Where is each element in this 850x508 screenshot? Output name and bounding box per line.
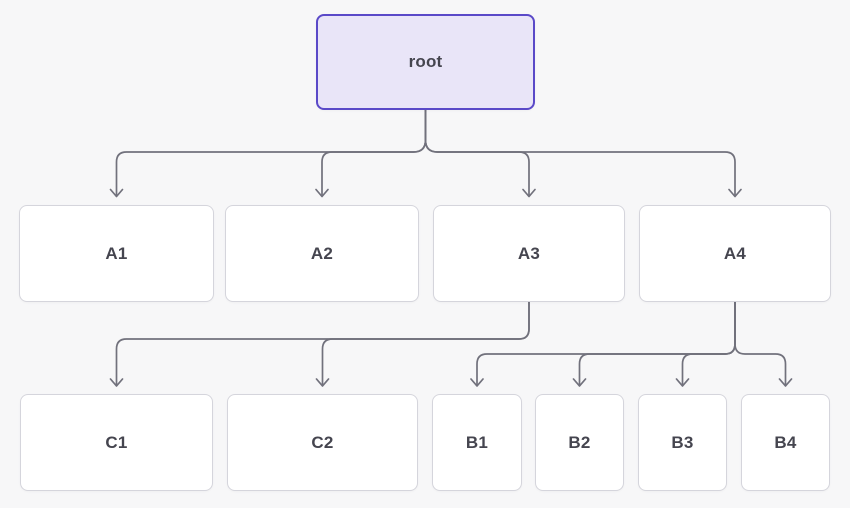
link-a4-b3 — [681, 301, 736, 386]
node-a1[interactable]: A1 — [19, 205, 214, 302]
link-root-a4 — [424, 109, 736, 196]
arrowhead-a3 — [522, 188, 536, 198]
node-b2-label: B2 — [568, 432, 591, 452]
node-a2-label: A2 — [310, 243, 334, 263]
node-b3[interactable]: B3 — [638, 394, 727, 491]
node-b4-label: B4 — [774, 432, 797, 452]
node-a4[interactable]: A4 — [639, 205, 831, 302]
arrowhead-b2 — [572, 378, 587, 387]
link-a3-c1 — [115, 301, 530, 386]
node-c2[interactable]: C2 — [227, 394, 418, 491]
link-root-a3 — [424, 109, 530, 196]
link-root-a1 — [115, 109, 427, 196]
node-b3-label: B3 — [671, 432, 694, 452]
node-a2[interactable]: A2 — [225, 205, 419, 302]
arrowhead-c1 — [109, 378, 124, 387]
node-c1-label: C1 — [105, 432, 128, 452]
link-a4-b1 — [476, 301, 736, 386]
link-a3-c2 — [321, 301, 530, 386]
arrowhead-a2 — [315, 188, 329, 198]
link-a4-b4 — [734, 301, 787, 386]
link-root-a2 — [321, 109, 427, 196]
node-a3-label: A3 — [517, 243, 541, 263]
arrowhead-b1 — [470, 378, 484, 387]
node-a4-label: A4 — [723, 243, 747, 263]
node-a3[interactable]: A3 — [433, 205, 625, 302]
node-c1[interactable]: C1 — [20, 394, 213, 491]
node-root[interactable]: root — [316, 14, 535, 110]
arrowhead-a1 — [109, 188, 124, 198]
node-b4[interactable]: B4 — [741, 394, 830, 491]
node-b1-label: B1 — [465, 432, 489, 452]
arrowhead-b3 — [675, 378, 690, 387]
node-b1[interactable]: B1 — [432, 394, 522, 491]
link-a4-b2 — [578, 301, 736, 386]
arrowhead-b4 — [778, 378, 793, 387]
node-a1-label: A1 — [105, 243, 128, 263]
arrowhead-c2 — [315, 378, 330, 387]
arrowhead-a4 — [728, 188, 742, 198]
node-root-label: root — [408, 52, 443, 71]
node-c2-label: C2 — [311, 432, 334, 452]
node-b2[interactable]: B2 — [535, 394, 624, 491]
